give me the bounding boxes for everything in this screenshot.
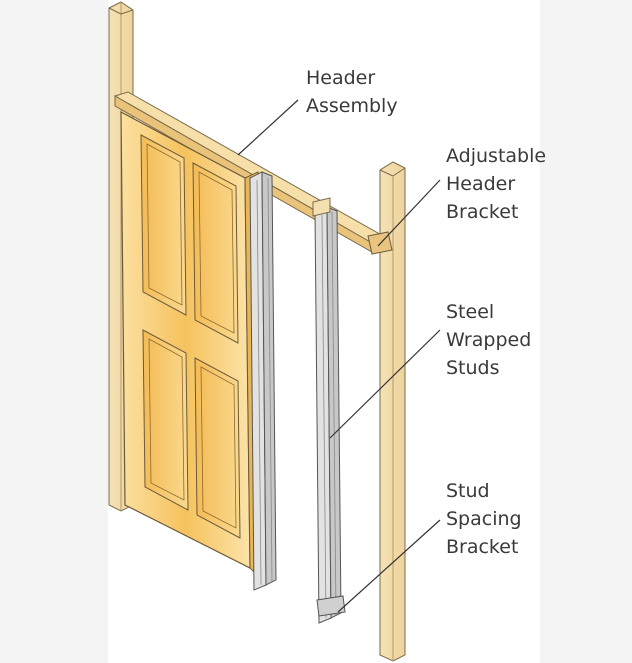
label-stud-line2: Spacing [446, 508, 522, 530]
label-stud-spacing-bracket: Stud Spacing Bracket [446, 480, 528, 558]
right-steel-wrapped-stud [312, 197, 342, 624]
label-adjustable-header-bracket: Adjustable Header Bracket [446, 145, 552, 223]
left-steel-wrapped-stud [249, 171, 277, 591]
label-steel-line2: Wrapped [446, 329, 531, 351]
leader-header-assembly [237, 99, 299, 156]
label-steel-wrapped-studs: Steel Wrapped Studs [446, 301, 537, 379]
label-header-assembly-line1: Header [306, 67, 375, 89]
label-header-assembly: Header Assembly [306, 67, 398, 117]
leader-adjustable-header-bracket [377, 179, 441, 247]
leader-steel-wrapped-studs [329, 329, 441, 439]
stud-spacing-bracket [316, 595, 346, 617]
leader-stud-spacing-bracket [337, 519, 441, 613]
label-header-assembly-line2: Assembly [306, 95, 398, 117]
label-adjustable-line1: Adjustable [446, 145, 546, 167]
right-margin [540, 0, 632, 663]
pocket-door [120, 110, 263, 582]
label-steel-line3: Studs [446, 357, 500, 379]
label-adjustable-line3: Bracket [446, 201, 518, 223]
left-margin [0, 0, 108, 663]
right-jamb-stud [379, 161, 406, 662]
label-steel-line1: Steel [446, 301, 494, 323]
label-stud-line3: Bracket [446, 536, 518, 558]
label-stud-line1: Stud [446, 480, 490, 502]
label-adjustable-line2: Header [446, 173, 515, 195]
